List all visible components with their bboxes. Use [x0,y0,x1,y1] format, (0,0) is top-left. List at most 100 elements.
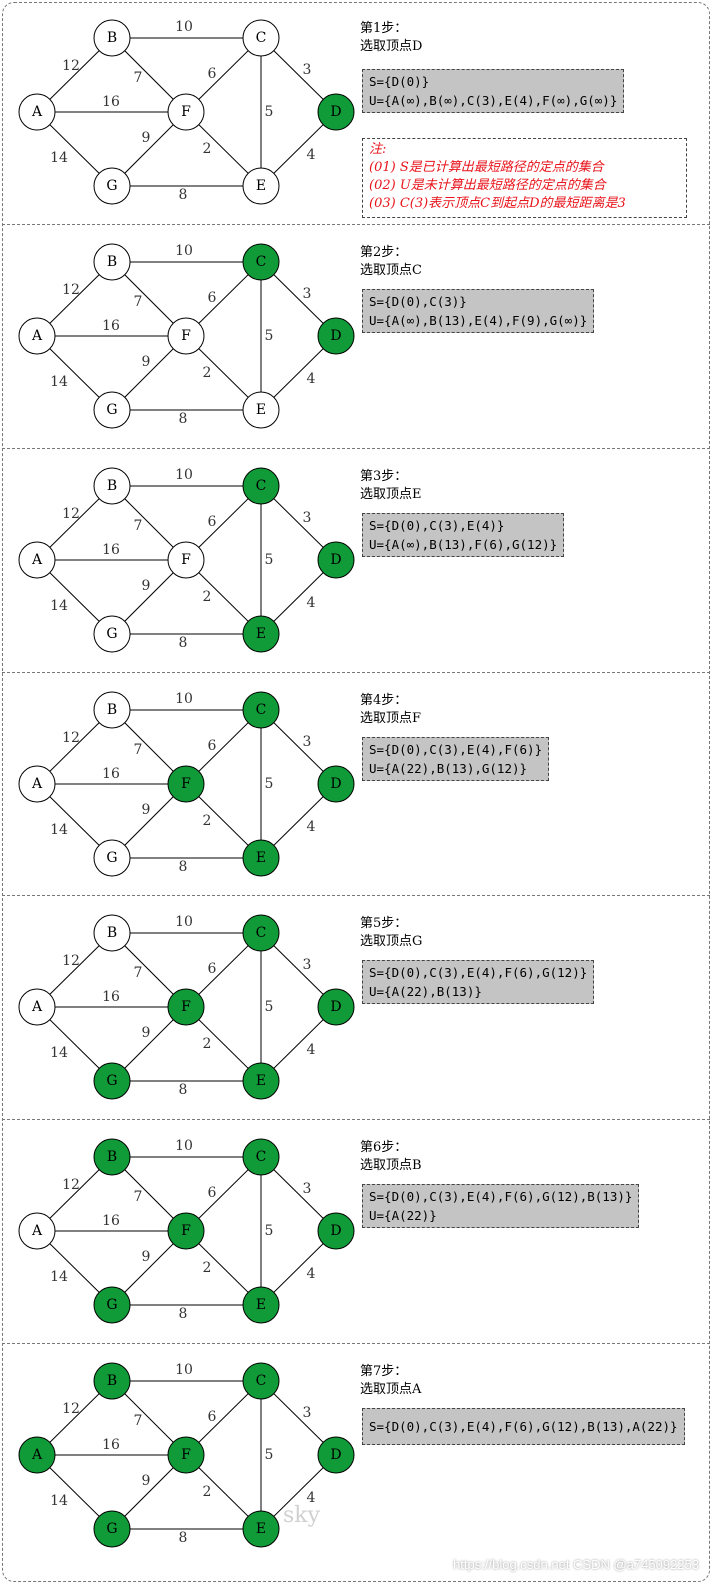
edge-weight-C-E: 5 [265,1447,274,1463]
edge-weight-C-E: 5 [265,104,274,120]
edge-weight-G-F: 9 [142,578,151,594]
edge-weight-A-B: 12 [62,1401,80,1417]
node-label-B: B [107,1149,117,1165]
step-subtitle: 选取顶点F [360,711,422,726]
edge-weight-F-E: 2 [203,141,212,157]
node-A [18,541,56,579]
node-label-E: E [256,1297,266,1313]
edge-weight-C-D: 3 [303,957,312,973]
node-G [93,839,131,877]
step-title: 第4步： [360,693,408,708]
edge-weight-B-C: 10 [175,1362,193,1378]
node-C [242,1362,280,1400]
node-label-A: A [31,1223,43,1239]
edge-weight-G-F: 9 [142,1249,151,1265]
edge-weight-G-F: 9 [142,1473,151,1489]
node-F [167,1436,205,1474]
node-label-F: F [181,104,191,120]
edge-weight-F-C: 6 [208,514,217,530]
step-subtitle: 选取顶点E [360,487,422,502]
node-D [317,1212,355,1250]
edge-weight-F-C: 6 [208,961,217,977]
step-title: 第2步： [360,245,408,260]
edge-weight-G-E: 8 [179,411,188,427]
edge-weight-A-B: 12 [62,58,80,74]
node-label-F: F [181,1223,191,1239]
edge-weight-A-F: 16 [102,318,120,334]
edge-weight-A-B: 12 [62,282,80,298]
step-divider [2,1119,710,1120]
edge-weight-C-E: 5 [265,999,274,1015]
node-label-G: G [106,402,117,418]
node-A [18,988,56,1026]
node-C [242,19,280,57]
node-label-D: D [330,104,341,120]
edge-weight-A-F: 16 [102,766,120,782]
node-label-D: D [330,1223,341,1239]
node-label-D: D [330,552,341,568]
edge-weight-G-F: 9 [142,130,151,146]
edge-weight-E-D: 4 [307,1490,316,1506]
edge-weight-C-D: 3 [303,62,312,78]
node-label-D: D [330,328,341,344]
set-box: S={D(0),C(3),E(4),F(6),G(12)} U={A(22),B… [362,960,595,1004]
set-u: U={A(∞),B(∞),C(3),E(4),F(∞),G(∞)} [369,93,618,108]
edge-weight-F-C: 6 [208,66,217,82]
edge-weight-B-F: 7 [134,1189,143,1205]
node-label-G: G [106,626,117,642]
edge-weight-G-E: 8 [179,635,188,651]
node-label-G: G [106,1521,117,1537]
node-D [317,93,355,131]
set-u: U={A(∞),B(13),F(6),G(12)} [369,537,558,552]
edge-weight-B-F: 7 [134,294,143,310]
edge-weight-B-C: 10 [175,19,193,35]
node-label-E: E [256,402,266,418]
node-label-D: D [330,999,341,1015]
node-B [93,19,131,57]
edge-weight-B-F: 7 [134,70,143,86]
edge-weight-C-E: 5 [265,552,274,568]
step-subtitle: 选取顶点D [360,39,423,54]
edge-weight-G-F: 9 [142,354,151,370]
edge-weight-A-B: 12 [62,730,80,746]
edge-weight-A-B: 12 [62,953,80,969]
set-box: S={D(0)} U={A(∞),B(∞),C(3),E(4),F(∞),G(∞… [362,69,625,113]
node-G [93,1286,131,1324]
edge-weight-G-F: 9 [142,802,151,818]
edge-weight-F-E: 2 [203,589,212,605]
node-C [242,691,280,729]
edge-weight-A-F: 16 [102,94,120,110]
edge-weight-E-D: 4 [307,819,316,835]
step-divider [2,672,710,673]
node-C [242,243,280,281]
node-label-C: C [256,1149,267,1165]
edge-weight-A-G: 14 [50,1045,68,1061]
node-label-F: F [181,1447,191,1463]
node-E [242,1510,280,1548]
edge-weight-C-E: 5 [265,328,274,344]
edge-weight-C-E: 5 [265,776,274,792]
step-subtitle: 选取顶点B [360,1158,422,1173]
node-label-B: B [107,925,117,941]
node-label-C: C [256,478,267,494]
step-title: 第7步： [360,1364,408,1379]
node-E [242,1062,280,1100]
node-label-D: D [330,1447,341,1463]
node-label-C: C [256,925,267,941]
node-label-G: G [106,1297,117,1313]
node-F [167,765,205,803]
node-label-A: A [31,328,43,344]
edge-weight-C-D: 3 [303,286,312,302]
step-title: 第6步： [360,1140,408,1155]
edge-weight-E-D: 4 [307,147,316,163]
note-box: 注: (01) S是已计算出最短路径的定点的集合 (02) U是未计算出最短路径… [362,138,687,218]
node-B [93,243,131,281]
set-s: S={D(0)} [369,74,430,89]
node-label-G: G [106,1073,117,1089]
edge-weight-E-D: 4 [307,1266,316,1282]
